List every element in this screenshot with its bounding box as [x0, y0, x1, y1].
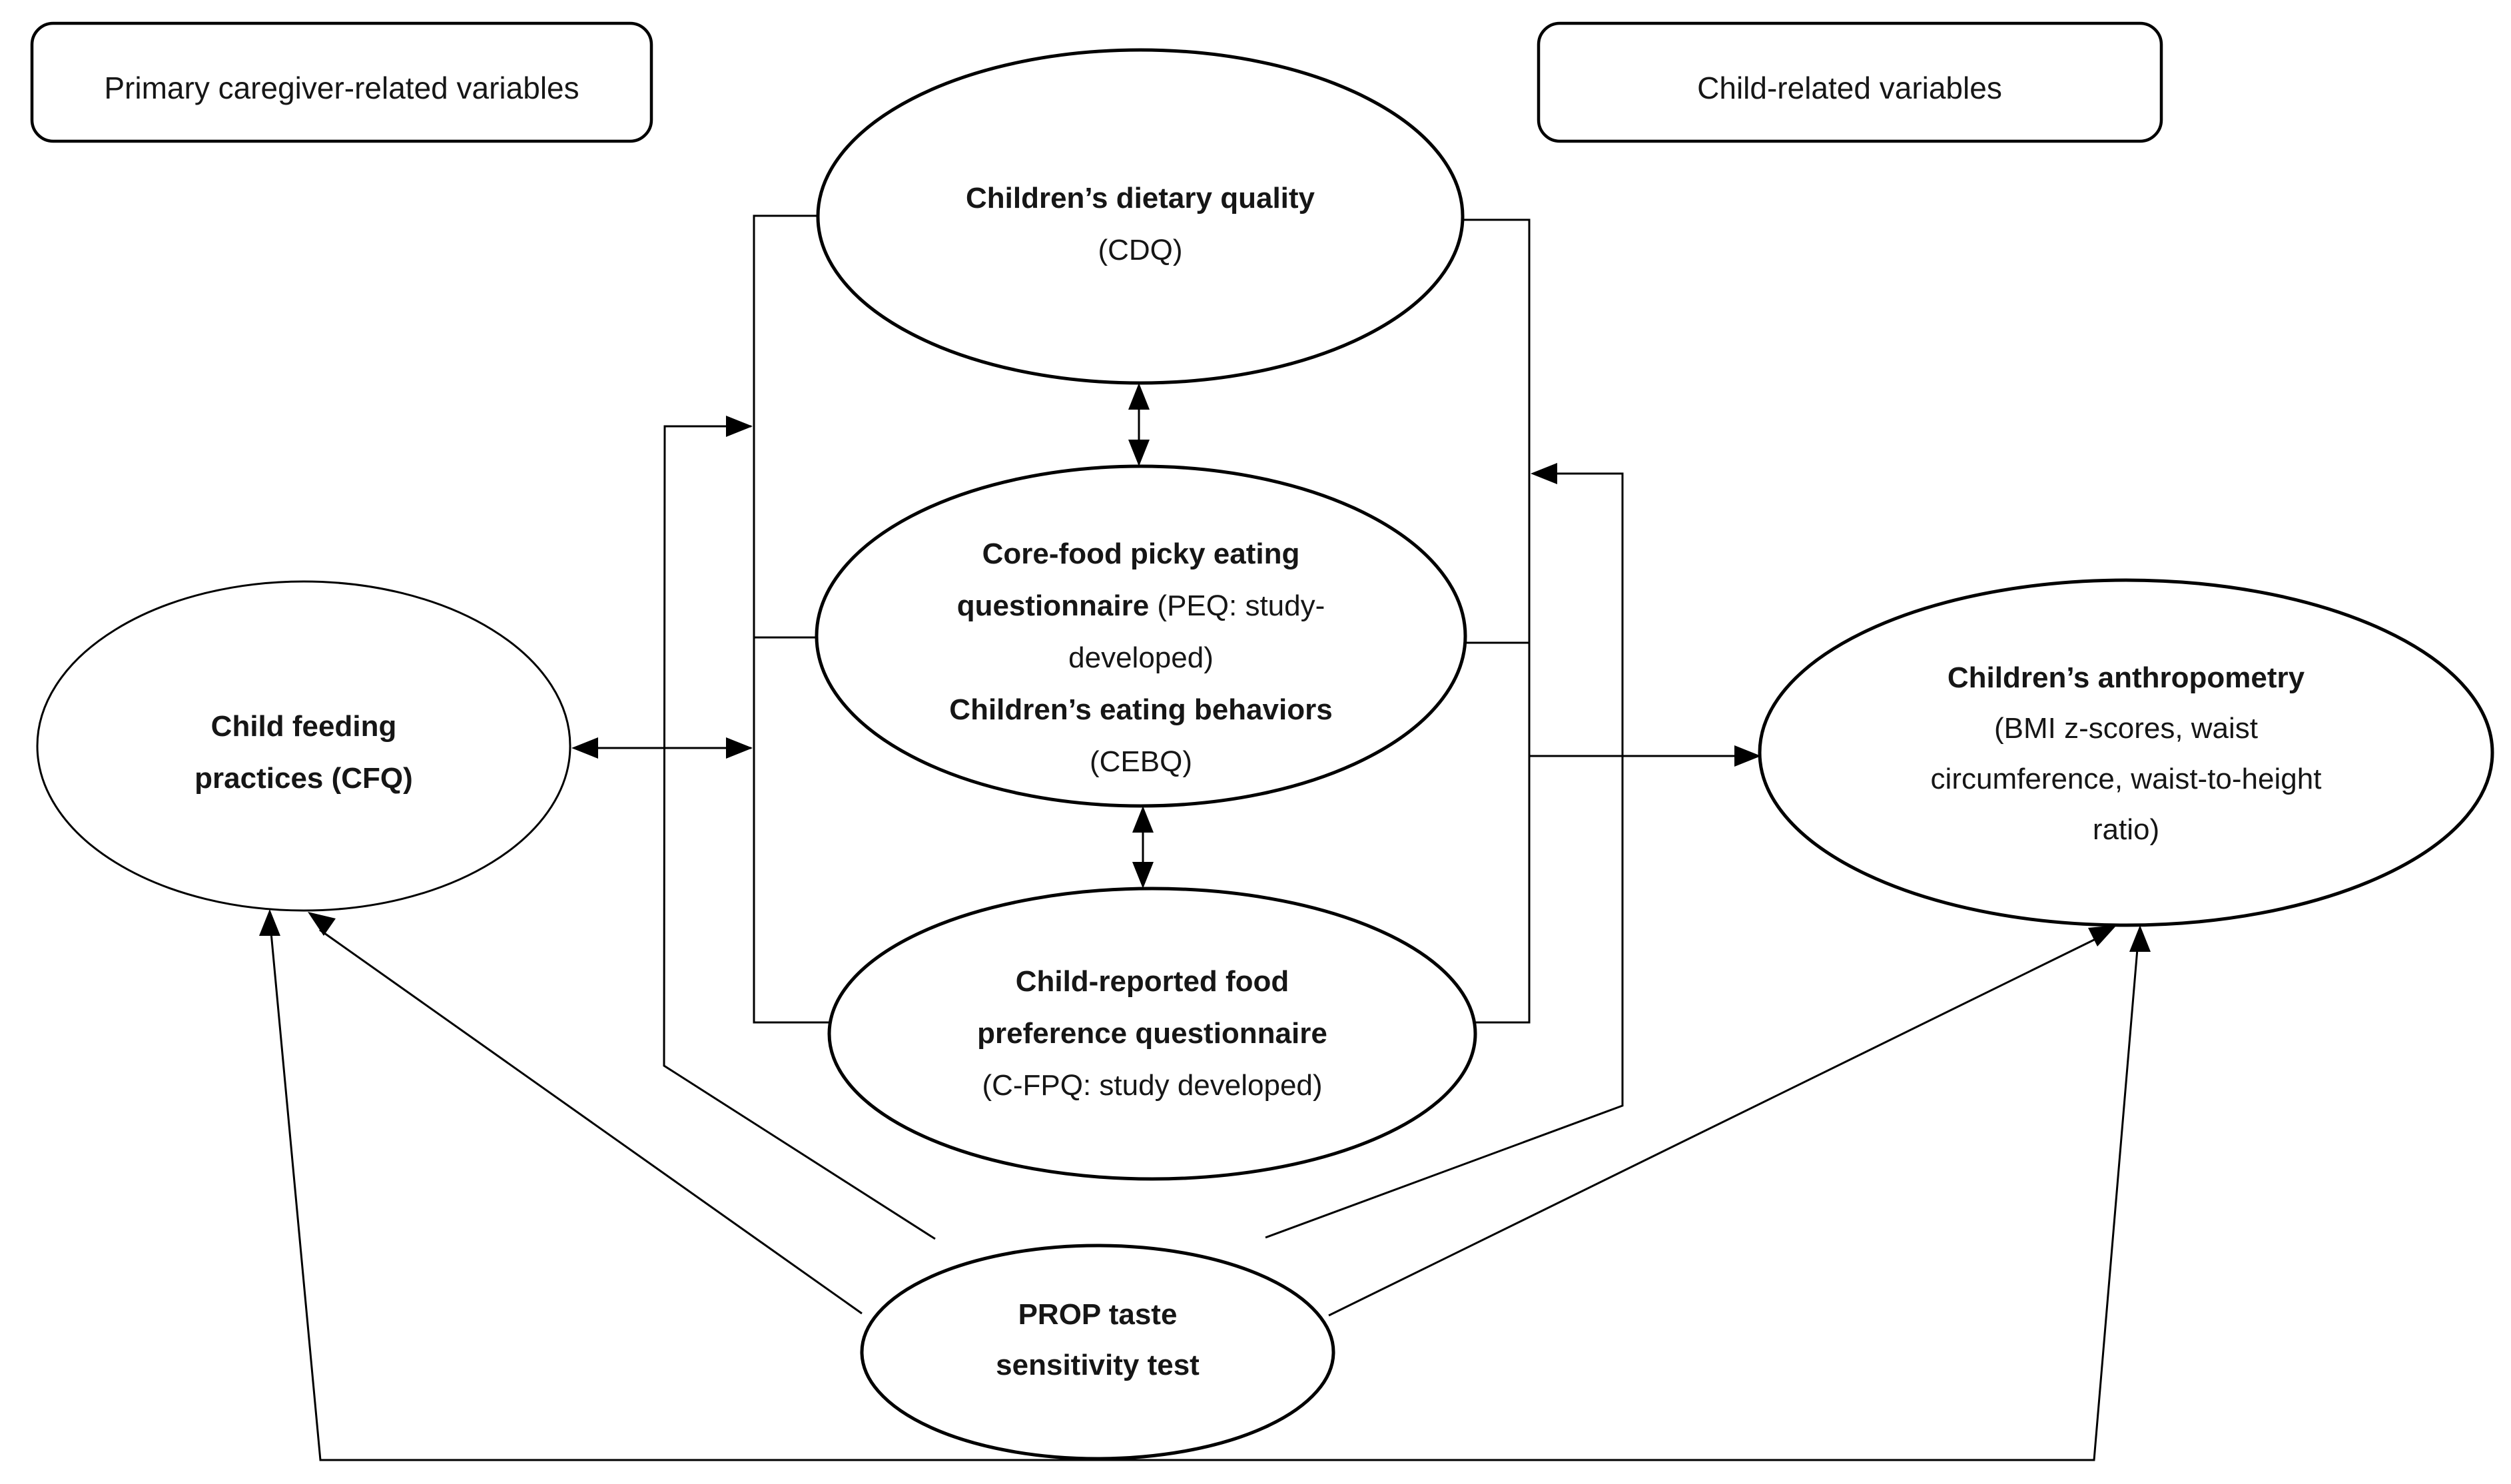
arrowhead-left-bracket-right	[1531, 463, 1557, 484]
cfq-line2: practices (CFQ)	[194, 762, 413, 795]
arrow-prop-to-cfq	[319, 928, 863, 1315]
prop-line1: PROP taste	[1018, 1298, 1178, 1331]
cdq-title: Children’s dietary quality	[966, 182, 1315, 214]
arrowhead-up-cdq	[1128, 383, 1150, 410]
anthro-line3: circumference, waist-to-height	[1931, 763, 2322, 795]
node-peq-cebq-label: Core-food picky eating questionnaire (PE…	[949, 538, 1332, 778]
arrowhead-layer	[259, 383, 2151, 952]
arrowhead-left-cfq	[571, 737, 598, 759]
cfpq-line1: Child-reported food	[1016, 965, 1289, 998]
prop-line2: sensitivity test	[996, 1349, 1200, 1381]
node-cfpq-ellipse	[827, 887, 1477, 1181]
arrow-prop-to-column-right	[1265, 472, 1624, 1239]
node-prop-ellipse	[860, 1244, 1335, 1461]
cfq-line1: Child feeding	[211, 710, 397, 743]
arrow-prop-to-anthropometry	[1328, 938, 2096, 1317]
anthro-line1: Children’s anthropometry	[1948, 661, 2305, 694]
arrow-prop-to-column-left	[663, 425, 936, 1240]
arrowhead-up-anthro-bottom	[2129, 925, 2151, 952]
arrowhead-right-bracket-top	[726, 416, 753, 437]
legend-caregiver-label: Primary caregiver-related variables	[104, 71, 579, 105]
connector-layer	[270, 214, 2139, 1461]
node-peq-cebq-ellipse	[815, 464, 1467, 808]
arrowhead-up-cfq-bottom	[259, 909, 280, 936]
node-cfpq-label: Child-reported food preference questionn…	[977, 965, 1327, 1102]
peq-line2: questionnaire (PEQ: study-	[957, 589, 1325, 622]
cfpq-line3: (C-FPQ: study developed)	[982, 1069, 1322, 1102]
arrowhead-down-peq	[1128, 440, 1150, 466]
bracket-right	[1464, 218, 1531, 1024]
peq-line2-rest: (PEQ: study-	[1149, 589, 1325, 622]
node-anthropometry-label: Children’s anthropometry (BMI z-scores, …	[1931, 661, 2322, 846]
arrowhead-right-anthropometry	[1734, 745, 1761, 767]
legend-child-label: Child-related variables	[1697, 71, 2002, 105]
arrowhead-diag-cfq-from-prop	[308, 912, 336, 936]
arrowhead-diag-anthro-from-prop	[2088, 925, 2117, 946]
arrowhead-down-cfpq	[1132, 862, 1154, 889]
node-cdq-ellipse	[816, 48, 1465, 385]
peq-line5: (CEBQ)	[1090, 745, 1192, 778]
arrowhead-right-bracket-mid	[726, 737, 753, 759]
node-cdq-label: Children’s dietary quality (CDQ)	[966, 182, 1315, 266]
arrowhead-up-peq	[1132, 806, 1154, 833]
peq-line4: Children’s eating behaviors	[949, 693, 1332, 726]
connector-cfq-anthropometry-bottom	[270, 932, 2139, 1461]
peq-line3: developed)	[1068, 641, 1214, 674]
node-cfq-label: Child feeding practices (CFQ)	[194, 710, 413, 795]
node-cfq-ellipse	[36, 580, 571, 912]
anthro-line2: (BMI z-scores, waist	[1994, 712, 2258, 745]
cdq-subtitle: (CDQ)	[1098, 234, 1182, 266]
peq-line2-bold: questionnaire	[957, 589, 1150, 622]
node-anthropometry-ellipse	[1758, 578, 2494, 927]
bracket-left	[753, 214, 831, 1024]
legend-caregiver-box	[30, 21, 653, 143]
anthro-line4: ratio)	[2093, 813, 2159, 846]
cfpq-line2: preference questionnaire	[977, 1017, 1327, 1050]
peq-line1: Core-food picky eating	[982, 538, 1300, 570]
node-prop-label: PROP taste sensitivity test	[996, 1298, 1200, 1381]
legend-child-box	[1537, 21, 2163, 143]
